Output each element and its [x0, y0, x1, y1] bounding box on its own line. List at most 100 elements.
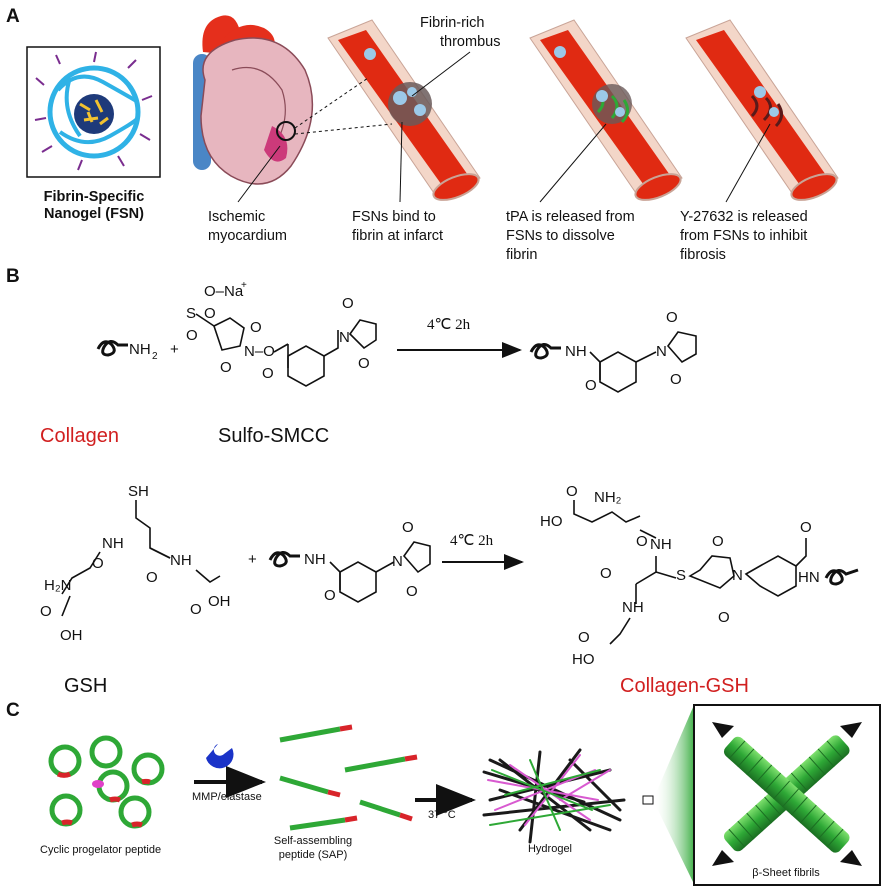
- svg-text:tPA is released from: tPA is released from: [506, 209, 635, 225]
- temperature-label: 37 °C: [428, 809, 456, 821]
- vessel-2: [529, 19, 683, 201]
- sulfo-smcc-name: Sulfo-SMCC: [218, 425, 329, 447]
- svg-text:N: N: [392, 553, 403, 570]
- svg-text:O: O: [636, 533, 648, 550]
- sap-label-line2: peptide (SAP): [279, 849, 347, 861]
- leader-y27632: [725, 123, 771, 203]
- hydrogel-label: Hydrogel: [528, 843, 572, 855]
- svg-text:HO: HO: [540, 513, 563, 530]
- svg-text:Y-27632 is released: Y-27632 is released: [680, 209, 808, 225]
- svg-text:O: O: [342, 295, 354, 312]
- cyclic-peptide-label: Cyclic progelator peptide: [40, 844, 161, 856]
- nanogel-illustration: [26, 46, 161, 178]
- collagen-gsh-name: Collagen-GSH: [620, 675, 749, 697]
- panel-c-letter: C: [6, 700, 20, 721]
- svg-text:fibrin: fibrin: [506, 247, 537, 263]
- svg-text:N–O: N–O: [244, 343, 275, 360]
- step-label-tpa: tPA is released from FSNs to dissolve fi…: [506, 209, 635, 263]
- svg-text:myocardium: myocardium: [208, 228, 287, 244]
- panel-a: A Fibrin-Specific Nanogel (FSN): [6, 6, 839, 263]
- zoom-region: [642, 795, 654, 805]
- step-label-y27632: Y-27632 is released from FSNs to inhibit…: [680, 209, 808, 263]
- svg-text:O: O: [578, 629, 590, 646]
- svg-text:NH: NH: [304, 551, 326, 568]
- svg-text:NH: NH: [650, 536, 672, 553]
- svg-text:O: O: [406, 583, 418, 600]
- cyclic-peptide-marks: [56, 771, 151, 828]
- svg-text:fibrosis: fibrosis: [680, 247, 726, 263]
- svg-text:NH: NH: [170, 552, 192, 569]
- vessel-1: [327, 19, 481, 201]
- hydrogel-network: [482, 748, 626, 844]
- svg-text:H₂N: H₂N: [44, 577, 72, 594]
- svg-text:O: O: [146, 569, 158, 586]
- svg-text:N: N: [339, 329, 350, 346]
- plus-sign-2: +: [248, 551, 257, 568]
- sap-rods: [279, 724, 418, 831]
- panel-c: C Cyclic progelator peptide MMP/elastase: [6, 700, 881, 886]
- svg-text:O: O: [186, 327, 198, 344]
- enzyme-icon: [206, 744, 234, 769]
- thrombus-label-line2: thrombus: [440, 34, 500, 50]
- svg-text:N: N: [656, 343, 667, 360]
- collagen-smcc-product: NH O N O O: [529, 309, 697, 394]
- fibril-arrowheads: [712, 722, 862, 866]
- svg-text:O: O: [600, 565, 612, 582]
- zoom-fan: [653, 705, 694, 884]
- reaction-2-condition: 4℃ 2h: [450, 533, 494, 549]
- leader-bind: [399, 121, 403, 203]
- svg-text:+: +: [241, 280, 247, 291]
- svg-text:O: O: [585, 377, 597, 394]
- svg-text:FSNs to dissolve: FSNs to dissolve: [506, 228, 615, 244]
- svg-text:O: O: [220, 359, 232, 376]
- thrombus-label-line1: Fibrin-rich: [420, 15, 484, 31]
- svg-text:O: O: [204, 305, 216, 322]
- svg-text:S: S: [186, 305, 196, 322]
- svg-text:O: O: [666, 309, 678, 326]
- panel-a-letter: A: [6, 6, 20, 27]
- sulfo-smcc-structure: O–Na + S O O O N–O O O N O O: [186, 280, 377, 387]
- svg-text:2: 2: [152, 351, 158, 362]
- svg-text:O: O: [358, 355, 370, 372]
- svg-text:from FSNs to inhibit: from FSNs to inhibit: [680, 228, 807, 244]
- beta-sheet-fibrils: [712, 722, 862, 866]
- collagen-gsh-structure: O NH₂ HO O NH S O NH O HO O N O O HN: [540, 483, 859, 668]
- thrombus-leader: [411, 51, 471, 97]
- gsh-name: GSH: [64, 675, 107, 697]
- leader-tpa: [539, 123, 607, 203]
- svg-text:fibrin at infarct: fibrin at infarct: [352, 228, 443, 244]
- svg-text:HN: HN: [798, 569, 820, 586]
- heart-illustration: [193, 15, 314, 185]
- svg-text:OH: OH: [208, 593, 231, 610]
- protease-cleavage-mark: [92, 780, 104, 788]
- svg-text:Ischemic: Ischemic: [208, 209, 265, 225]
- nanogel-label-line1: Fibrin-Specific: [44, 189, 145, 205]
- enzyme-label: MMP/elastase: [192, 791, 262, 803]
- svg-text:O–Na: O–Na: [204, 283, 244, 300]
- svg-text:NH: NH: [129, 341, 151, 358]
- svg-text:O: O: [262, 365, 274, 382]
- vessel-3: [685, 19, 839, 201]
- step-label-ischemic: Ischemic myocardium: [208, 209, 287, 244]
- svg-text:NH: NH: [102, 535, 124, 552]
- leader-ischemic: [237, 145, 281, 203]
- svg-text:S: S: [676, 567, 686, 584]
- svg-text:O: O: [92, 555, 104, 572]
- collagen-name: Collagen: [40, 425, 119, 447]
- fibrils-label: β-Sheet fibrils: [752, 867, 820, 879]
- svg-text:OH: OH: [60, 627, 83, 644]
- svg-text:O: O: [190, 601, 202, 618]
- panel-b-letter: B: [6, 266, 20, 287]
- callout-dash-1: [294, 77, 369, 129]
- nanogel-label-line2: Nanogel (FSN): [44, 206, 144, 222]
- svg-text:O: O: [324, 587, 336, 604]
- svg-text:NH₂: NH₂: [594, 489, 622, 506]
- collagen-smcc-reactant: NH O N O O: [268, 519, 431, 604]
- callout-dash-2: [294, 123, 393, 135]
- svg-text:SH: SH: [128, 483, 149, 500]
- svg-text:O: O: [566, 483, 578, 500]
- svg-text:N: N: [732, 567, 743, 584]
- sap-label-line1: Self-assembling: [274, 835, 352, 847]
- reaction-1-condition: 4℃ 2h: [427, 317, 471, 333]
- svg-text:NH: NH: [565, 343, 587, 360]
